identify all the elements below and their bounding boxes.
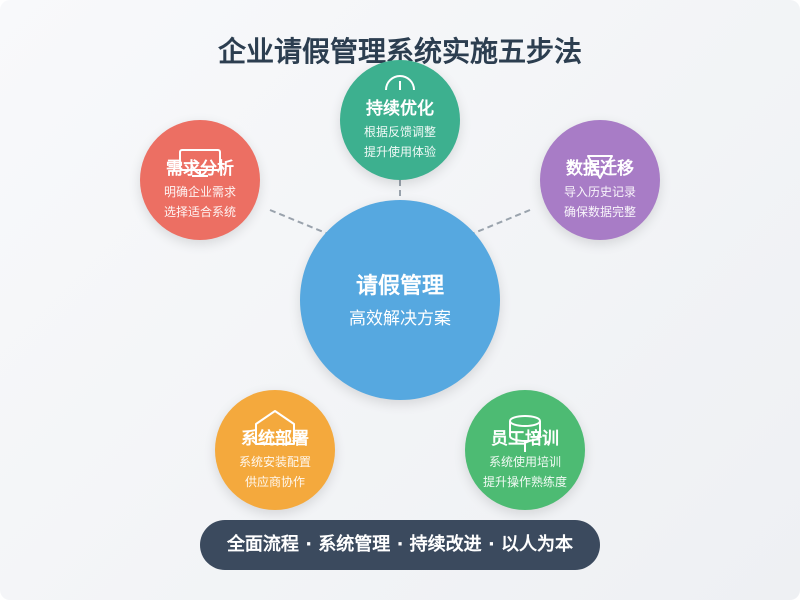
download-icon xyxy=(587,155,613,179)
step-title: 持续优化 xyxy=(366,99,434,119)
step-desc-line-2: 选择适合系统 xyxy=(163,205,236,219)
step-title: 数据迁移 xyxy=(566,159,634,179)
step-system-deployment: 系统部署 系统安装配置 供应商协作 xyxy=(215,390,335,510)
monitor-icon xyxy=(179,149,221,177)
step-desc-line-2: 提升操作熟练度 xyxy=(482,475,567,489)
database-icon xyxy=(509,415,541,452)
step-continuous-optimization: 持续优化 根据反馈调整 提升使用体验 xyxy=(340,60,460,180)
step-desc-line-1: 系统使用培训 xyxy=(488,455,561,469)
step-title: 系统部署 xyxy=(241,429,309,449)
center-subtitle: 高效解决方案 xyxy=(349,309,451,329)
step-desc-line-1: 系统安装配置 xyxy=(238,455,311,469)
step-desc-line-2: 供应商协作 xyxy=(244,475,305,489)
footer-banner: 全面流程 · 系统管理 · 持续改进 · 以人为本 xyxy=(200,520,600,570)
step-need-analysis: 需求分析 明确企业需求 选择适合系统 xyxy=(140,120,260,240)
center-node: 请假管理 高效解决方案 xyxy=(300,200,500,400)
step-staff-training: 员工培训 系统使用培训 提升操作熟练度 xyxy=(465,390,585,510)
step-data-migration: 数据迁移 导入历史记录 确保数据完整 xyxy=(540,120,660,240)
step-desc-line-2: 确保数据完整 xyxy=(563,205,636,219)
step-title: 需求分析 xyxy=(166,159,234,179)
step-desc-line-1: 根据反馈调整 xyxy=(363,125,436,139)
step-title: 员工培训 xyxy=(491,429,559,449)
house-icon xyxy=(255,410,295,445)
center-title: 请假管理 xyxy=(355,274,444,299)
step-desc-line-1: 明确企业需求 xyxy=(163,185,236,199)
step-desc-line-2: 提升使用体验 xyxy=(363,145,436,159)
gauge-icon xyxy=(385,75,415,91)
step-desc-line-1: 导入历史记录 xyxy=(563,185,636,199)
